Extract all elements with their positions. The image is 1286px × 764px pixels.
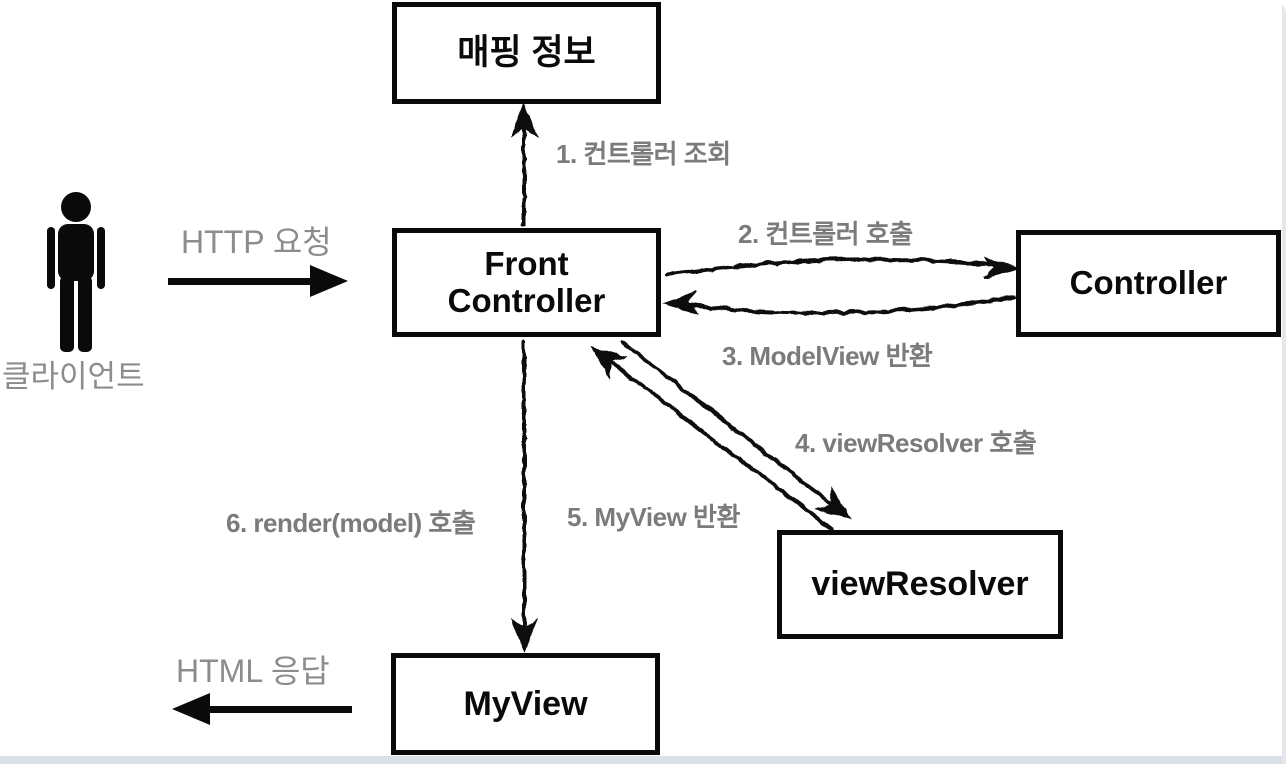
front-controller-box: Front Controller bbox=[392, 228, 661, 337]
step4-label: 4. viewResolver 호출 bbox=[795, 428, 1037, 458]
step2-label: 2. 컨트롤러 호출 bbox=[738, 219, 913, 249]
arrow-step3-modelview-return bbox=[660, 290, 1014, 315]
view-resolver-label: viewResolver bbox=[811, 565, 1029, 604]
controller-label: Controller bbox=[1069, 264, 1228, 302]
person-icon bbox=[47, 192, 105, 352]
view-resolver-box: viewResolver bbox=[777, 530, 1063, 639]
http-request-label: HTTP 요청 bbox=[181, 224, 332, 260]
mapping-info-box: 매핑 정보 bbox=[392, 2, 661, 104]
front-controller-label-line1: Front bbox=[484, 244, 569, 282]
step1-label: 1. 컨트롤러 조회 bbox=[556, 139, 731, 169]
html-response-label: HTML 응답 bbox=[176, 653, 330, 689]
step6-label: 6. render(model) 호출 bbox=[226, 508, 476, 538]
arrow-step6-render-call bbox=[508, 338, 538, 652]
arrow-step4-viewresolver-call bbox=[619, 339, 852, 519]
http-request-arrow bbox=[168, 265, 348, 297]
client-label: 클라이언트 bbox=[2, 359, 145, 394]
bottom-edge-strip bbox=[0, 756, 1286, 764]
front-controller-label-line2: Controller bbox=[447, 281, 606, 319]
right-edge-strip bbox=[1282, 0, 1286, 764]
arrow-step2-controller-call bbox=[665, 256, 1020, 278]
my-view-label: MyView bbox=[463, 684, 588, 723]
my-view-box: MyView bbox=[391, 653, 660, 755]
html-response-arrow bbox=[172, 693, 352, 725]
step5-label: 5. MyView 반환 bbox=[567, 502, 740, 532]
arrow-step1-controller-lookup bbox=[508, 101, 538, 226]
front-controller-label: Front Controller bbox=[447, 244, 606, 320]
mapping-info-label: 매핑 정보 bbox=[457, 33, 596, 73]
step3-label: 3. ModelView 반환 bbox=[722, 341, 933, 371]
arrow-step5-myview-return bbox=[588, 345, 833, 530]
controller-box: Controller bbox=[1016, 230, 1281, 337]
